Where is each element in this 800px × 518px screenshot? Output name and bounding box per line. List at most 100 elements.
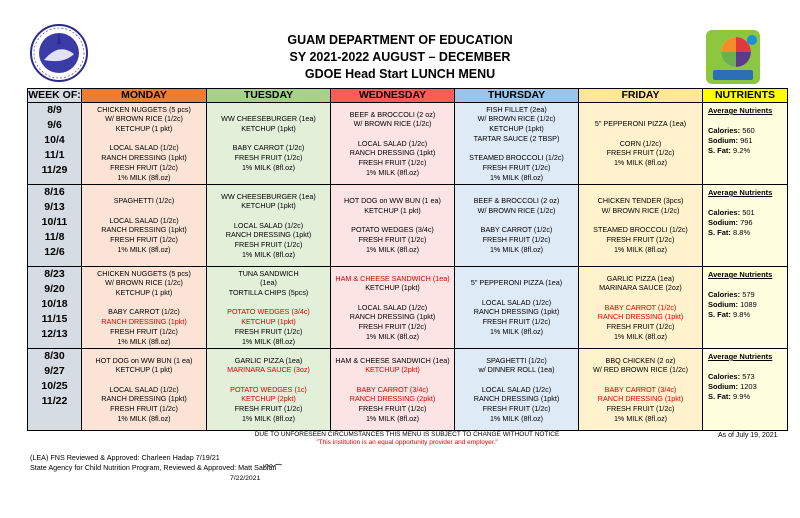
menu-item: RANCH DRESSING (1pkt) [597, 312, 684, 322]
friday-menu-cell: GARLIC PIZZA (1ea)MARINARA SAUCE (2oz)BA… [578, 266, 703, 349]
tuesday-header: TUESDAY [206, 88, 331, 103]
calories-line: Calories: 560 [708, 126, 787, 136]
nutrients-header: NUTRIENTS [702, 88, 788, 103]
menu-item: 1% MILK (8fl.oz) [365, 413, 420, 423]
state-agency-approval: State Agency for Child Nutrition Program… [30, 463, 277, 472]
menu-item: KETCHUP (1pkt) [489, 124, 544, 134]
menu-item: WW CHEESEBURGER (1ea) [221, 191, 316, 201]
menu-item: HOT DOG on WW BUN (1 ea) [344, 196, 441, 206]
menu-item: RANCH DRESSING (1pkt) [349, 312, 436, 322]
menu-item: KETCHUP (1pkt) [241, 317, 296, 327]
menu-item: FRESH FRUIT (1/2c) [234, 326, 303, 336]
week-date: 10/25 [41, 380, 68, 392]
calories-label: Calories: [708, 290, 741, 299]
calories-label: Calories: [708, 126, 741, 135]
sat-fat-value: 8.8% [733, 228, 751, 237]
menu-item: LOCAL SALAD (1/2c) [233, 220, 304, 230]
wednesday-menu-cell: HAM & CHEESE SANDWICH (1ea)KETCHUP (2pkt… [330, 348, 455, 431]
sodium-line: Sodium: 1089 [708, 300, 787, 310]
menu-item: W/ BROWN RICE (1/2c) [477, 206, 556, 216]
sodium-label: Sodium: [708, 136, 738, 145]
menu-item: FRESH FRUIT (1/2c) [358, 235, 427, 245]
monday-menu-cell: CHICKEN NUGGETS (5 pcs)W/ BROWN RICE (1/… [81, 266, 207, 349]
sodium-value: 796 [740, 218, 753, 227]
calories-line: Calories: 501 [708, 208, 787, 218]
header-row: WEEK OF: MONDAY TUESDAY WEDNESDAY THURSD… [27, 88, 788, 103]
week-date: 8/9 [47, 104, 62, 116]
menu-item: KETCHUP (1 pkt) [115, 288, 173, 298]
title-line-3: GDOE Head Start LUNCH MENU [304, 67, 496, 81]
title-line-1: GUAM DEPARTMENT OF EDUCATION [287, 33, 513, 47]
menu-item: HAM & CHEESE SANDWICH (1ea) [335, 273, 450, 283]
title-line-2: SY 2021-2022 AUGUST – DECEMBER [289, 50, 511, 64]
calories-label: Calories: [708, 372, 741, 381]
thursday-menu-cell: BEEF & BROCCOLI (2 oz)W/ BROWN RICE (1/2… [454, 184, 579, 267]
menu-item: FRESH FRUIT (1/2c) [606, 322, 675, 332]
menu-item: BABY CARROT (3/4c) [356, 384, 429, 394]
menu-item: 1% MILK (8fl.oz) [489, 244, 544, 254]
menu-item: RANCH DRESSING (1pkt) [101, 225, 187, 235]
menu-item: RANCH DRESSING (1pkt) [101, 317, 187, 327]
signature-mark [263, 463, 283, 469]
menu-item: FRESH FRUIT (1/2c) [482, 235, 551, 245]
week-date: 12/13 [41, 328, 68, 340]
menu-item: GARLIC PIZZA (1ea) [606, 273, 675, 283]
average-nutrients-title: Average Nutrients [708, 270, 773, 279]
state-approval-date: 7/22/2021 [230, 475, 261, 482]
menu-item: FRESH FRUIT (1/2c) [358, 322, 427, 332]
menu-item: 1% MILK (8fl.oz) [241, 413, 296, 423]
calories-value: 560 [742, 126, 755, 135]
menu-item: BABY CARROT (1/2c) [604, 302, 677, 312]
sat-fat-value: 9.2% [733, 146, 751, 155]
menu-item: FRESH FRUIT (1/2c) [606, 148, 675, 158]
menu-item: STEAMED BROCCOLI (1/2c) [593, 225, 688, 235]
menu-item: SPAGHETTI (1/2c) [113, 196, 175, 206]
menu-item: RANCH DRESSING (1pkt) [597, 394, 684, 404]
menu-item: RANCH DRESSING (1pkt) [101, 394, 187, 404]
myplate-icon [706, 30, 760, 84]
menu-item: 1% MILK (8fl.oz) [365, 167, 420, 177]
sat-fat-value: 9.8% [733, 310, 751, 319]
as-of-date: As of July 19, 2021 [718, 432, 778, 439]
sat-fat-line: S. Fat: 9.8% [708, 310, 787, 320]
menu-item: FRESH FRUIT (1/2c) [482, 162, 551, 172]
menu-item: POTATO WEDGES (1c) [230, 384, 307, 394]
menu-item: W/ BROWN RICE (1/2c) [477, 114, 556, 124]
menu-item: KETCHUP (1 pkt) [364, 206, 421, 216]
guam-doe-seal-icon [30, 24, 88, 82]
menu-item: CORN (1/2c) [619, 138, 662, 148]
menu-item: FRESH FRUIT (1/2c) [234, 153, 303, 163]
monday-menu-cell: SPAGHETTI (1/2c) LOCAL SALAD (1/2c)RANCH … [81, 184, 207, 267]
menu-item: FRESH FRUIT (1/2c) [606, 404, 675, 414]
menu-item: W/ BROWN RICE (1/2c) [601, 206, 680, 216]
menu-item: LOCAL SALAD (1/2c) [109, 215, 179, 225]
menu-item: KETCHUP (2pkt) [241, 394, 296, 404]
menu-item: KETCHUP (1 pkt) [115, 124, 173, 134]
menu-item: KETCHUP (1pkt) [241, 124, 296, 134]
sodium-line: Sodium: 796 [708, 218, 787, 228]
menu-item: 1% MILK (8fl.oz) [365, 331, 420, 341]
menu-item: 5" PEPPERONI PIZZA (1ea) [594, 119, 687, 129]
wednesday-menu-cell: HAM & CHEESE SANDWICH (1ea)KETCHUP (1pkt… [330, 266, 455, 349]
week-date: 9/6 [47, 119, 62, 131]
thursday-menu-cell: 5" PEPPERONI PIZZA (1ea)LOCAL SALAD (1/2… [454, 266, 579, 349]
wednesday-header: WEDNESDAY [330, 88, 455, 103]
equal-opportunity-notice: "This institution is an equal opportunit… [316, 439, 498, 446]
menu-item: 1% MILK (8fl.oz) [117, 336, 171, 346]
week-date: 9/20 [44, 283, 65, 295]
menu-item: W/ BROWN RICE (1/2c) [105, 114, 183, 124]
menu-item: POTATO WEDGES (3/4c) [351, 225, 434, 235]
monday-menu-cell: HOT DOG on WW BUN (1 ea)KETCHUP (1 pkt)L… [81, 348, 207, 431]
sat-fat-line: S. Fat: 8.8% [708, 228, 787, 238]
menu-item: SPAGHETTI (1/2c) [486, 355, 547, 365]
wednesday-menu-cell: BEEF & BROCCOLI (2 oz)W/ BROWN RICE (1/2… [330, 102, 455, 185]
sodium-value: 961 [740, 136, 753, 145]
menu-item: BEEF & BROCCOLI (2 oz) [473, 196, 560, 206]
menu-item: CHICKEN NUGGETS (5 pcs) [97, 104, 191, 114]
